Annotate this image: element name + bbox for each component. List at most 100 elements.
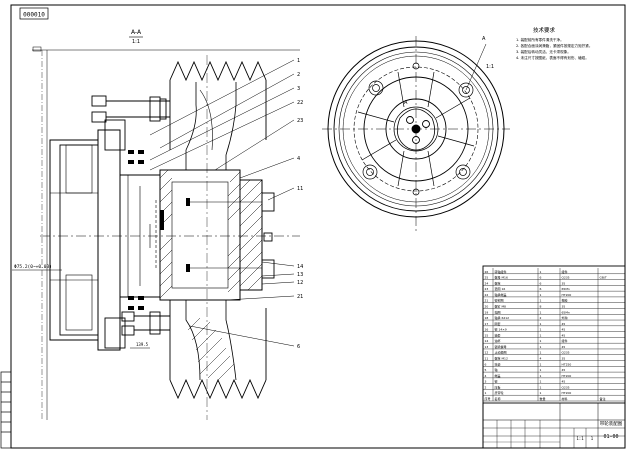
note-1: 1. 装配前所有零件清洗干净。 — [516, 37, 564, 42]
bom-cell: 组件 — [562, 338, 568, 343]
bom-cell: 键 — [495, 379, 498, 384]
scale-mark: 1:1 — [486, 64, 494, 70]
bom-cell: 35 — [562, 304, 566, 308]
bom-cell: 1 — [485, 391, 487, 395]
callout-3: 3 — [297, 86, 300, 92]
bom-cell: 1 — [540, 339, 542, 343]
callout-12: 12 — [297, 280, 303, 286]
binding-strip — [0, 371, 12, 449]
note-3: 3. 装配后转动灵活，无卡滞现象。 — [516, 49, 571, 54]
callout-labels: 1 2 3 22 23 4 11 14 13 12 21 6 — [297, 58, 303, 350]
bom-cell: 轴承端盖 — [495, 292, 507, 297]
bom-cell: 21 — [485, 299, 489, 303]
bom-cell: 13 — [485, 345, 489, 349]
section-label: A-A — [131, 29, 142, 36]
bom-cell: 轴套 — [495, 332, 501, 337]
bom-cell: 45 — [562, 328, 566, 332]
bom-cell: 45 — [562, 380, 566, 384]
bom-cell: 2 — [485, 385, 487, 389]
callout-13: 13 — [297, 272, 303, 278]
bom-cell: 螺钉 M8 — [495, 303, 507, 308]
bom-cell: 2 — [540, 316, 542, 320]
bom-cell: 1 — [540, 333, 542, 337]
bom-cell: 1 — [540, 270, 542, 274]
bom-cell: 1 — [540, 322, 542, 326]
bom-cell: 11 — [485, 357, 489, 361]
title-block: 带轮装配图 01-00 1:1 1 — [482, 402, 626, 449]
bom-cell: 45 — [562, 322, 566, 326]
bom-cell: 15 — [485, 333, 489, 337]
bom-cell: 端盖 — [495, 373, 501, 378]
bom-cell: 螺栓 M12 — [495, 356, 508, 361]
bom-header-cell: 数量 — [540, 396, 546, 401]
bom-cell: 1 — [540, 299, 542, 303]
bom-cell: 1 — [540, 380, 542, 384]
bom-cell: Q235 — [562, 385, 570, 389]
bom-cell: 6 — [540, 287, 542, 291]
bom-cell: 25 — [485, 276, 489, 280]
bom-cell: 35 — [562, 357, 566, 361]
bom-cell: 1 — [540, 351, 542, 355]
bom-header-cell: 材料 — [562, 396, 568, 401]
bom-cell: HT200 — [562, 374, 572, 378]
bom-cell: 密封圈 — [495, 298, 504, 303]
bom-cell: 垫圈 16 — [495, 286, 506, 291]
bom-cell: 35 — [562, 281, 566, 285]
note-4: 4. 未注尺寸按图纸，表面不得有划伤、磕碰。 — [516, 55, 589, 60]
callout-11: 11 — [297, 186, 303, 192]
bom-cell: 锁紧螺母 — [495, 344, 507, 349]
bom-cell: 1 — [540, 362, 542, 366]
technical-notes: 技术要求 1. 装配前所有零件清洗干净。 2. 各配合面涂润滑脂，紧固件按规定力… — [516, 26, 592, 60]
bom-cell: GB/T — [600, 276, 607, 280]
bom-cell: 22 — [485, 293, 489, 297]
bom-cell: 止动垫圈 — [495, 350, 507, 355]
bom-cell: 5 — [485, 368, 487, 372]
bom-cell: 45 — [562, 368, 566, 372]
bom-cell: 18 — [485, 316, 489, 320]
bom-cell: 26 — [485, 270, 489, 274]
bom-cell: 12 — [485, 351, 489, 355]
drawing-title: 带轮装配图 — [600, 420, 623, 427]
bom-cell: 45 — [562, 333, 566, 337]
bom-cell: HT250 — [562, 362, 572, 366]
bom-header-cell: 名称 — [495, 396, 501, 401]
bom-cell: 螺栓 — [495, 280, 501, 285]
bom-cell: 1 — [540, 374, 542, 378]
bom-cell: 6 — [540, 276, 542, 280]
bom-cell: 橡胶 — [562, 298, 568, 303]
bom-cell: 16 — [485, 328, 489, 332]
callout-6: 6 — [297, 344, 300, 350]
title-scale: 1:1 — [576, 436, 584, 441]
note-2: 2. 各配合面涂润滑脂，紧固件按规定力矩拧紧。 — [516, 43, 592, 48]
bom-cell: 转轴组件 — [495, 269, 507, 274]
callout-2: 2 — [297, 72, 300, 78]
notes-title: 技术要求 — [533, 26, 556, 34]
bom-cell: 轴承 6212 — [495, 315, 510, 320]
bom-cell: 65Mn — [562, 310, 570, 314]
bom-cell: 组件 — [562, 269, 568, 274]
bottom-dimension-text: 139.5 — [136, 342, 149, 347]
bom-cell: 45 — [562, 345, 566, 349]
bom-cell: 1 — [540, 345, 542, 349]
end-view: A 1:1 A — [322, 36, 510, 234]
bom-cell: 键 14×9 — [495, 327, 507, 332]
detail-label: A — [482, 36, 486, 42]
bom-cell: 外购 — [562, 315, 568, 320]
callout-22: 22 — [297, 100, 303, 106]
bom-cell: 1 — [540, 391, 542, 395]
bom-cell: 65Mn — [562, 287, 570, 291]
drawing-number: 01-00 — [603, 434, 618, 440]
callout-21: 21 — [297, 294, 303, 300]
code-box-text: 000010 — [23, 12, 45, 19]
bom-cell: Q235 — [562, 351, 570, 355]
bom-cell: 17 — [485, 322, 489, 326]
center-label: A — [404, 100, 408, 106]
bom-cell: 20 — [485, 304, 489, 308]
bom-cell: 4 — [485, 374, 487, 378]
bom-cell: 1 — [540, 328, 542, 332]
bom-header-cell: 备注 — [600, 396, 606, 401]
bom-cell: HT200 — [562, 391, 572, 395]
